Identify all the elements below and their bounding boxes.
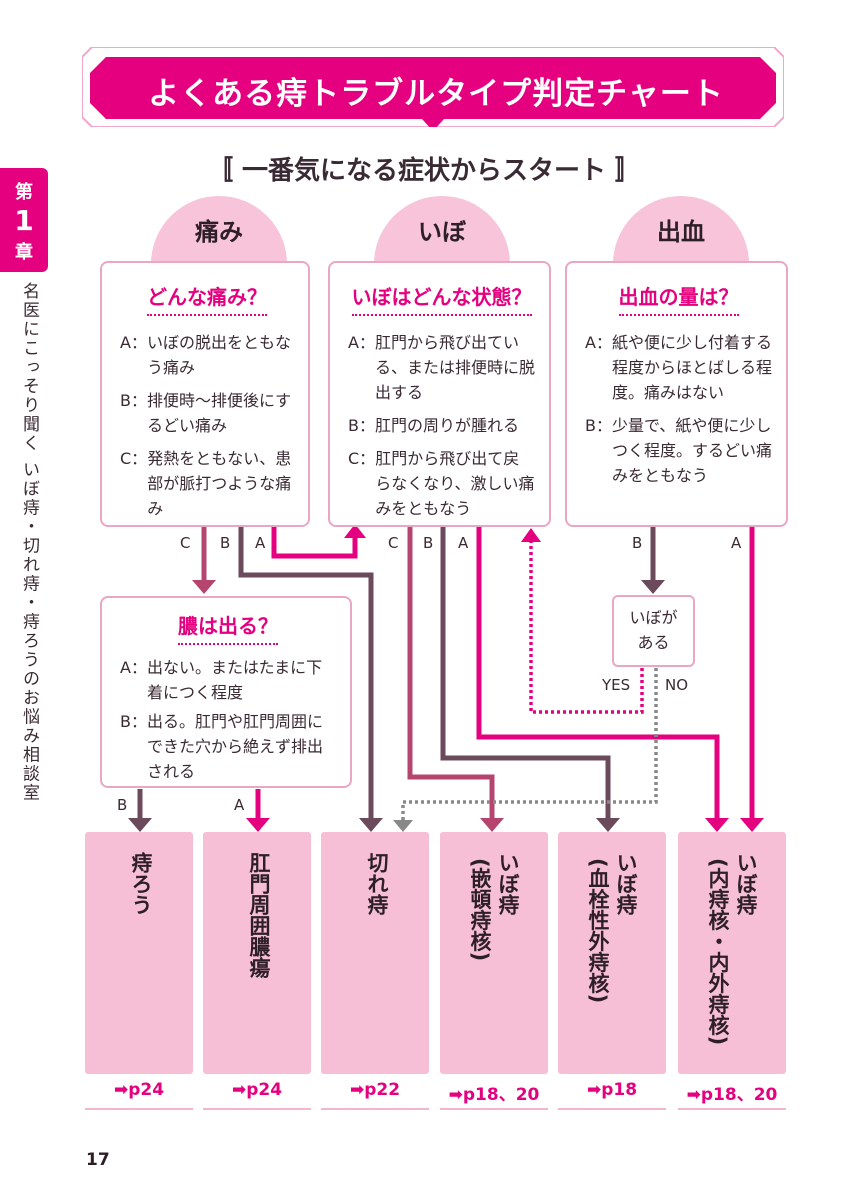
ibo-check-line1: いぼが xyxy=(629,608,678,627)
result-thrombosed-name: いぼ痔 xyxy=(614,852,638,915)
page-ref-incarcerated[interactable]: ➡p18、20 xyxy=(448,1085,540,1105)
result-thrombosed-sub: (血栓性外痔核) xyxy=(586,858,610,1004)
option-bleed-a: A：紙や便に少し付着する程度からほとばしる程度。痛みはない xyxy=(585,333,772,402)
question-title-ibo: いぼはどんな状態？ xyxy=(348,281,535,316)
question-box-ibo: いぼはどんな状態？ A：肛門から飛び出ている、または排便時に脱出する B：肛門の… xyxy=(328,261,551,527)
label-ibo-a: A xyxy=(458,534,469,552)
label-pain-b: B xyxy=(220,534,231,552)
arrow-head-pain-c xyxy=(192,580,216,594)
label-pus-b: B xyxy=(117,796,128,814)
option-bleed-b: B：少量で、紙や便に少しつく程度。するどい痛みをともなう xyxy=(585,416,772,485)
page-ref-jirou[interactable]: ➡p24 xyxy=(113,1080,165,1100)
result-kirezi: 切れ痔 xyxy=(321,832,429,1074)
page-ref-underline xyxy=(558,1108,666,1110)
arrow-ibo-a xyxy=(476,527,720,820)
option-pus-b: B：出る。肛門や肛門周囲にできた穴から絶えず排出される xyxy=(120,712,323,781)
question-title-bleeding: 出血の量は？ xyxy=(585,281,772,316)
option-ibo-a: A：肛門から飛び出ている、または排便時に脱出する xyxy=(348,333,535,402)
result-thrombosed: いぼ痔 (血栓性外痔核) xyxy=(558,832,666,1074)
arrow-head-ibo-c xyxy=(480,818,504,832)
result-jirou-name: 痔ろう xyxy=(129,852,153,915)
question-title-pus: 膿は出る？ xyxy=(120,610,336,645)
ibo-check-line2: ある xyxy=(637,633,670,652)
result-internal-name: いぼ痔 xyxy=(734,852,758,915)
chart-title: よくある痔トラブルタイプ判定チャート xyxy=(148,75,724,112)
chapter-label-top: 第 xyxy=(15,182,33,203)
arrow-head-bleed-a xyxy=(740,818,764,832)
arrow-head-ibo-b xyxy=(596,818,620,832)
page-ref-internal[interactable]: ➡p18、20 xyxy=(686,1085,778,1105)
page-ref-underline xyxy=(678,1108,786,1110)
arrow-ibo-b xyxy=(440,527,611,820)
arrow-ibo-c xyxy=(407,527,495,820)
option-pain-a: A：いぼの脱出をともなう痛み xyxy=(120,333,291,377)
chapter-label-bottom: 章 xyxy=(15,242,33,263)
label-yes: YES xyxy=(602,676,631,694)
question-title-pain: どんな痛み？ xyxy=(120,281,294,316)
label-pus-a: A xyxy=(234,796,245,814)
option-pus-a: A：出ない。またはたまに下着につく程度 xyxy=(120,658,323,702)
option-ibo-b: B：肛門の周りが腫れる xyxy=(348,416,519,435)
arrow-head-pus-a xyxy=(246,818,270,832)
start-instruction: 〚 一番気になる症状からスタート 〛 xyxy=(206,156,642,186)
result-kirezi-name: 切れ痔 xyxy=(365,852,389,915)
option-pain-c: C：発熱をともない、患部が脈打つような痛み xyxy=(120,449,292,518)
label-no: NO xyxy=(665,676,689,694)
question-box-bleeding: 出血の量は？ A：紙や便に少し付着する程度からほとばしる程度。痛みはない B：少… xyxy=(565,261,788,527)
label-ibo-c: C xyxy=(388,534,399,552)
option-ibo-c: C：肛門から飛び出て戻らなくなり、激しい痛みをともなう xyxy=(348,449,535,518)
result-internal: いぼ痔 (内痔核・内外痔核) xyxy=(678,832,786,1074)
page-ref-underline xyxy=(440,1108,548,1110)
arrow-head-pain-a xyxy=(344,524,366,538)
arrow-head-ibo-a xyxy=(705,818,729,832)
arrow-no-dotted xyxy=(401,668,658,822)
chapter-number: 1 xyxy=(14,204,34,237)
result-incarcerated: いぼ痔 (嵌頓痔核) xyxy=(440,832,548,1074)
ibo-check-box: いぼが ある xyxy=(612,595,695,667)
label-pain-c: C xyxy=(180,534,191,552)
result-incarcerated-name: いぼ痔 xyxy=(496,852,520,915)
page-ref-underline xyxy=(85,1108,193,1110)
result-perianal-abscess: 肛門周囲膿瘍 xyxy=(203,832,311,1074)
page-ref-underline xyxy=(321,1108,429,1110)
arrow-yes-dotted xyxy=(529,540,644,714)
arrow-head-no xyxy=(393,820,413,832)
label-pain-a: A xyxy=(255,534,266,552)
result-internal-sub: (内痔核・内外痔核) xyxy=(706,858,730,1046)
result-jirou: 痔ろう xyxy=(85,832,193,1074)
title-banner-frame xyxy=(82,47,784,127)
result-incarcerated-sub: (嵌頓痔核) xyxy=(468,858,492,962)
chapter-subtitle: 名医にこっそり聞く いぼ痔・切れ痔・痔ろうのお悩み相談室 xyxy=(19,282,39,803)
arrow-head-bleed-b xyxy=(641,580,665,594)
page-number: 17 xyxy=(86,1150,110,1170)
page-ref-thrombosed[interactable]: ➡p18 xyxy=(586,1080,638,1100)
chapter-tab: 第 1 章 xyxy=(0,168,48,272)
page-ref-abscess[interactable]: ➡p24 xyxy=(231,1080,283,1100)
result-perianal-abscess-name: 肛門周囲膿瘍 xyxy=(247,852,271,978)
question-box-pain: どんな痛み？ A：いぼの脱出をともなう痛み B：排便時〜排便後にするどい痛み C… xyxy=(100,261,310,527)
label-bleed-b: B xyxy=(632,534,643,552)
arrow-head-pain-b xyxy=(359,818,383,832)
page-ref-kirezi[interactable]: ➡p22 xyxy=(349,1080,401,1100)
arrow-pain-b-to-kirezi xyxy=(238,527,374,820)
label-ibo-b: B xyxy=(423,534,434,552)
arrow-head-yes xyxy=(521,528,541,542)
arrow-head-pus-b xyxy=(128,818,152,832)
label-bleed-a: A xyxy=(731,534,742,552)
page-ref-underline xyxy=(203,1108,311,1110)
arrow-pain-a-to-ibo xyxy=(271,527,358,559)
option-pain-b: B：排便時〜排便後にするどい痛み xyxy=(120,391,292,435)
question-box-pus: 膿は出る？ A：出ない。またはたまに下着につく程度 B：出る。肛門や肛門周囲にで… xyxy=(100,596,352,788)
